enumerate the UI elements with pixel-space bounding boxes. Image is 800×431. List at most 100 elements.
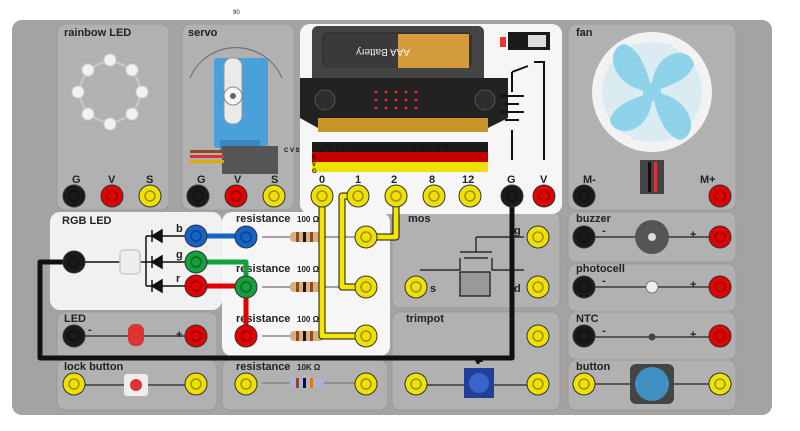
- jack-led-minus[interactable]: [62, 324, 86, 348]
- jack-rgb-r[interactable]: [184, 274, 208, 298]
- jack-rgb-g[interactable]: [184, 250, 208, 274]
- label-resistance-4: resistance: [236, 361, 290, 373]
- jack-servo-s[interactable]: [262, 184, 286, 208]
- jack-rainbow-v[interactable]: [100, 184, 124, 208]
- label-fan: fan: [576, 27, 593, 39]
- mos-schematic: [420, 236, 524, 297]
- jack-lockbtn-right[interactable]: [184, 372, 208, 396]
- mb-power-g-label: G: [507, 174, 516, 186]
- servo-body: 90: [189, 10, 283, 174]
- jack-rainbow-g[interactable]: [62, 184, 86, 208]
- rgb-led-pin-labels: b g r: [176, 223, 183, 285]
- jack-res3-out[interactable]: [354, 324, 378, 348]
- label-resistance-2: resistance: [236, 263, 290, 275]
- jack-mos-g[interactable]: [526, 225, 550, 249]
- led-graphic: [82, 324, 200, 346]
- jack-led-plus[interactable]: [184, 324, 208, 348]
- jack-microbit-p8[interactable]: [422, 184, 446, 208]
- value-resistance-2: 100 Ω: [297, 265, 320, 274]
- lock-button-graphic[interactable]: [82, 374, 200, 396]
- jack-res4-out[interactable]: [354, 372, 378, 396]
- jack-buzzer-plus[interactable]: [708, 225, 732, 249]
- label-rainbow-led: rainbow LED: [64, 27, 131, 39]
- mb-power-v-label: V: [540, 174, 548, 186]
- microbit-header: 0 1 2 3 4 5 6 7 8 9 10 11 12 13 14 15 16…: [312, 142, 488, 172]
- svg-text:V: V: [312, 162, 316, 168]
- jack-buzzer-minus[interactable]: [572, 225, 596, 249]
- svg-text:90: 90: [233, 10, 240, 16]
- jack-servo-v[interactable]: [224, 184, 248, 208]
- jack-microbit-gnd[interactable]: [500, 184, 524, 208]
- jack-rgb-b[interactable]: [184, 224, 208, 248]
- label-led-minus: -: [88, 324, 92, 336]
- jack-res1-out[interactable]: [354, 225, 378, 249]
- jack-ntc-plus[interactable]: [708, 324, 732, 348]
- jack-photocell-plus[interactable]: [708, 275, 732, 299]
- trimpot-graphic[interactable]: [416, 355, 540, 398]
- label-ntc-plus: +: [690, 329, 696, 341]
- jack-lockbtn-left[interactable]: [62, 372, 86, 396]
- label-photocell-plus: +: [690, 279, 696, 291]
- label-buzzer: buzzer: [576, 213, 612, 225]
- svg-text:V: V: [108, 174, 116, 186]
- label-rgb-led: RGB LED: [62, 215, 112, 227]
- label-ntc: NTC: [576, 313, 599, 325]
- jack-servo-g[interactable]: [186, 184, 210, 208]
- label-resistance-1: resistance: [236, 213, 290, 225]
- microbit-board: [300, 78, 508, 132]
- battery-label: AAA Battery: [356, 46, 410, 57]
- jack-trimpot-left[interactable]: [404, 372, 428, 396]
- jack-res1-in[interactable]: [234, 225, 258, 249]
- svg-text:g: g: [176, 249, 183, 261]
- jack-microbit-p0[interactable]: [310, 184, 334, 208]
- mb-pin-label-1: 1: [355, 174, 361, 186]
- jack-microbit-p1[interactable]: [346, 184, 370, 208]
- jack-microbit-vcc[interactable]: [532, 184, 556, 208]
- photocell-graphic: [592, 280, 712, 294]
- value-resistance-1: 100 Ω: [297, 215, 320, 224]
- mb-pin-label-2: 2: [391, 174, 397, 186]
- label-fan-m-plus: M+: [700, 174, 716, 186]
- label-led: LED: [64, 313, 86, 325]
- push-button[interactable]: [592, 364, 712, 404]
- value-resistance-3: 100 Ω: [297, 315, 320, 324]
- jacks-layer: [62, 184, 732, 396]
- jack-res2-in[interactable]: [234, 275, 258, 299]
- jack-photocell-minus[interactable]: [572, 275, 596, 299]
- svg-text:G: G: [312, 169, 317, 175]
- jack-button-left[interactable]: [572, 372, 596, 396]
- jack-rgb-common[interactable]: [62, 250, 86, 274]
- jack-mos-d[interactable]: [526, 275, 550, 299]
- label-resistance-3: resistance: [236, 313, 290, 325]
- jack-ntc-minus[interactable]: [572, 324, 596, 348]
- label-led-plus: +: [176, 329, 182, 341]
- label-mos: mos: [408, 213, 431, 225]
- jack-button-right[interactable]: [708, 372, 732, 396]
- jack-mos-s[interactable]: [404, 275, 428, 299]
- jack-microbit-p2[interactable]: [384, 184, 408, 208]
- value-resistance-4: 10K Ω: [297, 363, 321, 372]
- header-numbers: 0 1 2 3 4 5 6 7 8 9 10 11 12 13 14 15 16…: [326, 145, 450, 151]
- power-switch[interactable]: [500, 32, 550, 50]
- svg-text:b: b: [176, 223, 183, 235]
- label-mos-g: g: [514, 225, 521, 237]
- ntc-graphic: [592, 333, 712, 341]
- jack-res3-in[interactable]: [234, 324, 258, 348]
- wire-black-gnd: [37, 196, 515, 361]
- jack-trimpot-right2[interactable]: [526, 372, 550, 396]
- svg-text:S: S: [146, 174, 153, 186]
- jack-trimpot-right[interactable]: [526, 324, 550, 348]
- jack-fan-m-plus[interactable]: [708, 184, 732, 208]
- jack-rainbow-s[interactable]: [138, 184, 162, 208]
- svg-text:r: r: [176, 273, 181, 285]
- jack-microbit-p12[interactable]: [458, 184, 482, 208]
- svg-text:V: V: [234, 174, 242, 186]
- jack-res4-in[interactable]: [234, 372, 258, 396]
- battery-pack: AAA Battery: [312, 26, 484, 84]
- mb-pin-label-0: 0: [319, 174, 325, 186]
- jack-fan-m-minus[interactable]: [572, 184, 596, 208]
- label-servo-cvs: C V S: [284, 148, 300, 154]
- jack-res2-out[interactable]: [354, 275, 378, 299]
